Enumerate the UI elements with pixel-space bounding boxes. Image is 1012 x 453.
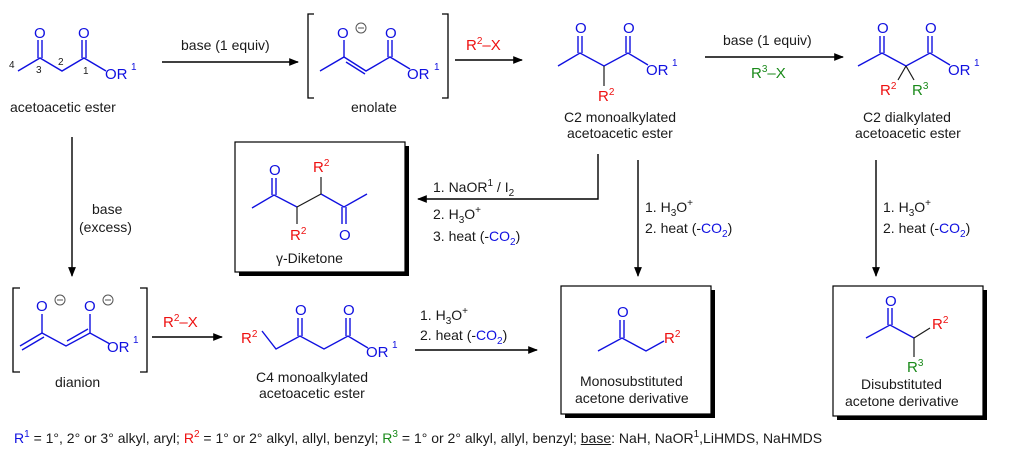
atom-or: OR: [366, 344, 389, 361]
r1-label: R1: [14, 429, 30, 447]
atom-o: O: [343, 302, 355, 319]
substituent-r2: R2: [664, 329, 681, 347]
reagent-label: base (1 equiv): [181, 37, 270, 53]
substituent-r2: R2: [598, 87, 615, 105]
gamma-diketone-box: O O R2 R2 γ-Diketone: [234, 141, 409, 276]
c2-monoalkylated-structure: O O OR 1 R2 C2 monoalkylated acetoacetic…: [557, 20, 678, 141]
atom-or: OR: [646, 62, 669, 79]
superscript: 1: [974, 58, 980, 69]
compound-name: acetoacetic ester: [10, 99, 116, 115]
c4-monoalkylated-structure: R2 O O OR 1 C4 monoalkylated acetoacetic…: [241, 302, 398, 401]
reaction-scheme: O O OR 1 4 3 2 1 acetoacetic ester base …: [9, 13, 987, 420]
reagent-label: 2. heat (-CO2): [420, 327, 507, 347]
carbon-number: 2: [58, 57, 64, 68]
superscript: 1: [693, 429, 700, 440]
atom-o: O: [34, 25, 46, 42]
substituent-r2: R2: [880, 81, 897, 99]
atom-o: O: [78, 25, 90, 42]
substituent-r2: R2: [313, 158, 330, 176]
atom-or: OR: [105, 66, 128, 83]
reagent-label: R2–X: [163, 313, 198, 331]
monosubstituted-acetone-box: O R2 Monosubstituted acetone derivative: [560, 285, 715, 418]
r3-label: R3: [382, 429, 398, 447]
compound-name: acetoacetic ester: [567, 125, 673, 141]
compound-name: acetoacetic ester: [855, 125, 961, 141]
superscript: 1: [133, 335, 139, 346]
base-definition: : NaH, NaOR: [611, 430, 694, 446]
superscript: 1: [131, 62, 137, 73]
reagent-label: base: [92, 201, 123, 217]
dianion-structure: O O OR 1 dianion: [12, 287, 148, 390]
reagent-label: 2. H3O+: [433, 205, 481, 226]
reagent-label: base (1 equiv): [723, 32, 812, 48]
disubstituted-acetone-box: O R2 R3 Disubstituted acetone derivative: [832, 285, 987, 420]
compound-name: Monosubstituted: [580, 373, 683, 389]
r2-definition: = 1° or 2° alkyl, allyl, benzyl;: [199, 430, 383, 446]
compound-name: C2 dialkylated: [863, 109, 951, 125]
superscript: 1: [392, 340, 398, 351]
atom-o: O: [925, 20, 937, 37]
atom-o: O: [36, 298, 48, 315]
substituent-legend: R1 = 1°, 2° or 3° alkyl, aryl; R2 = 1° o…: [14, 429, 823, 447]
compound-name: Disubstituted: [861, 376, 942, 392]
reagent-label: 1. H3O+: [883, 198, 931, 219]
atom-o: O: [617, 304, 629, 321]
compound-name: enolate: [351, 99, 397, 115]
atom-o: O: [84, 298, 96, 315]
atom-o: O: [295, 302, 307, 319]
compound-name: acetone derivative: [575, 390, 689, 406]
carbon-number: 1: [83, 66, 89, 77]
negative-charge-icon: [102, 294, 114, 306]
atom-or: OR: [107, 339, 130, 356]
atom-o: O: [385, 25, 397, 42]
substituent-r2: R2: [290, 226, 307, 244]
substituent-r3: R3: [912, 81, 929, 99]
reaction-arrow: [417, 154, 599, 203]
reagent-label: (excess): [79, 219, 132, 235]
reagent-label: R3–X: [751, 64, 786, 82]
substituent-r3: R3: [907, 358, 924, 376]
atom-o: O: [269, 162, 281, 179]
reagent-label: 1. NaOR1 / I2: [433, 178, 515, 199]
base-label: base: [580, 430, 612, 446]
reagent-label: 2. heat (-CO2): [645, 220, 732, 240]
atom-or: OR: [407, 66, 430, 83]
reagent-label: 1. H3O+: [645, 198, 693, 219]
compound-name: C4 monoalkylated: [256, 369, 368, 385]
c2-dialkylated-structure: O O OR 1 R2 R3 C2 dialkylated acetoaceti…: [855, 20, 980, 141]
atom-or: OR: [948, 62, 971, 79]
atom-o: O: [623, 20, 635, 37]
reagent-label: 2. heat (-CO2): [883, 220, 970, 240]
reagent-label: R2–X: [466, 36, 501, 54]
acetoacetic-ester-structure: O O OR 1 4 3 2 1 acetoacetic ester: [9, 25, 137, 115]
superscript: 1: [434, 62, 440, 73]
reagent-label: 3. heat (-CO2): [433, 228, 520, 248]
reagent-label: 1. H3O+: [420, 306, 468, 327]
atom-o: O: [575, 20, 587, 37]
atom-o: O: [337, 25, 349, 42]
superscript: 1: [672, 58, 678, 69]
enolate-structure: O O OR 1 enolate: [307, 13, 449, 115]
r1-definition: = 1°, 2° or 3° alkyl, aryl;: [29, 430, 184, 446]
r2-label: R2: [183, 429, 200, 447]
compound-name: acetone derivative: [845, 393, 959, 409]
compound-name: dianion: [55, 374, 100, 390]
carbon-number: 3: [36, 65, 42, 76]
substituent-r2: R2: [932, 315, 949, 333]
base-definition-cont: ,LiHMDS, NaHMDS: [699, 430, 823, 446]
compound-name: C2 monoalkylated: [564, 109, 676, 125]
substituent-r2: R2: [241, 329, 258, 347]
compound-name: acetoacetic ester: [259, 385, 365, 401]
atom-o: O: [885, 293, 897, 310]
negative-charge-icon: [54, 294, 66, 306]
atom-o: O: [877, 20, 889, 37]
r3-definition: = 1° or 2° alkyl, allyl, benzyl;: [397, 430, 581, 446]
compound-name: γ-Diketone: [276, 250, 343, 266]
atom-o: O: [339, 227, 351, 244]
negative-charge-icon: [355, 22, 367, 34]
carbon-number: 4: [9, 60, 15, 71]
